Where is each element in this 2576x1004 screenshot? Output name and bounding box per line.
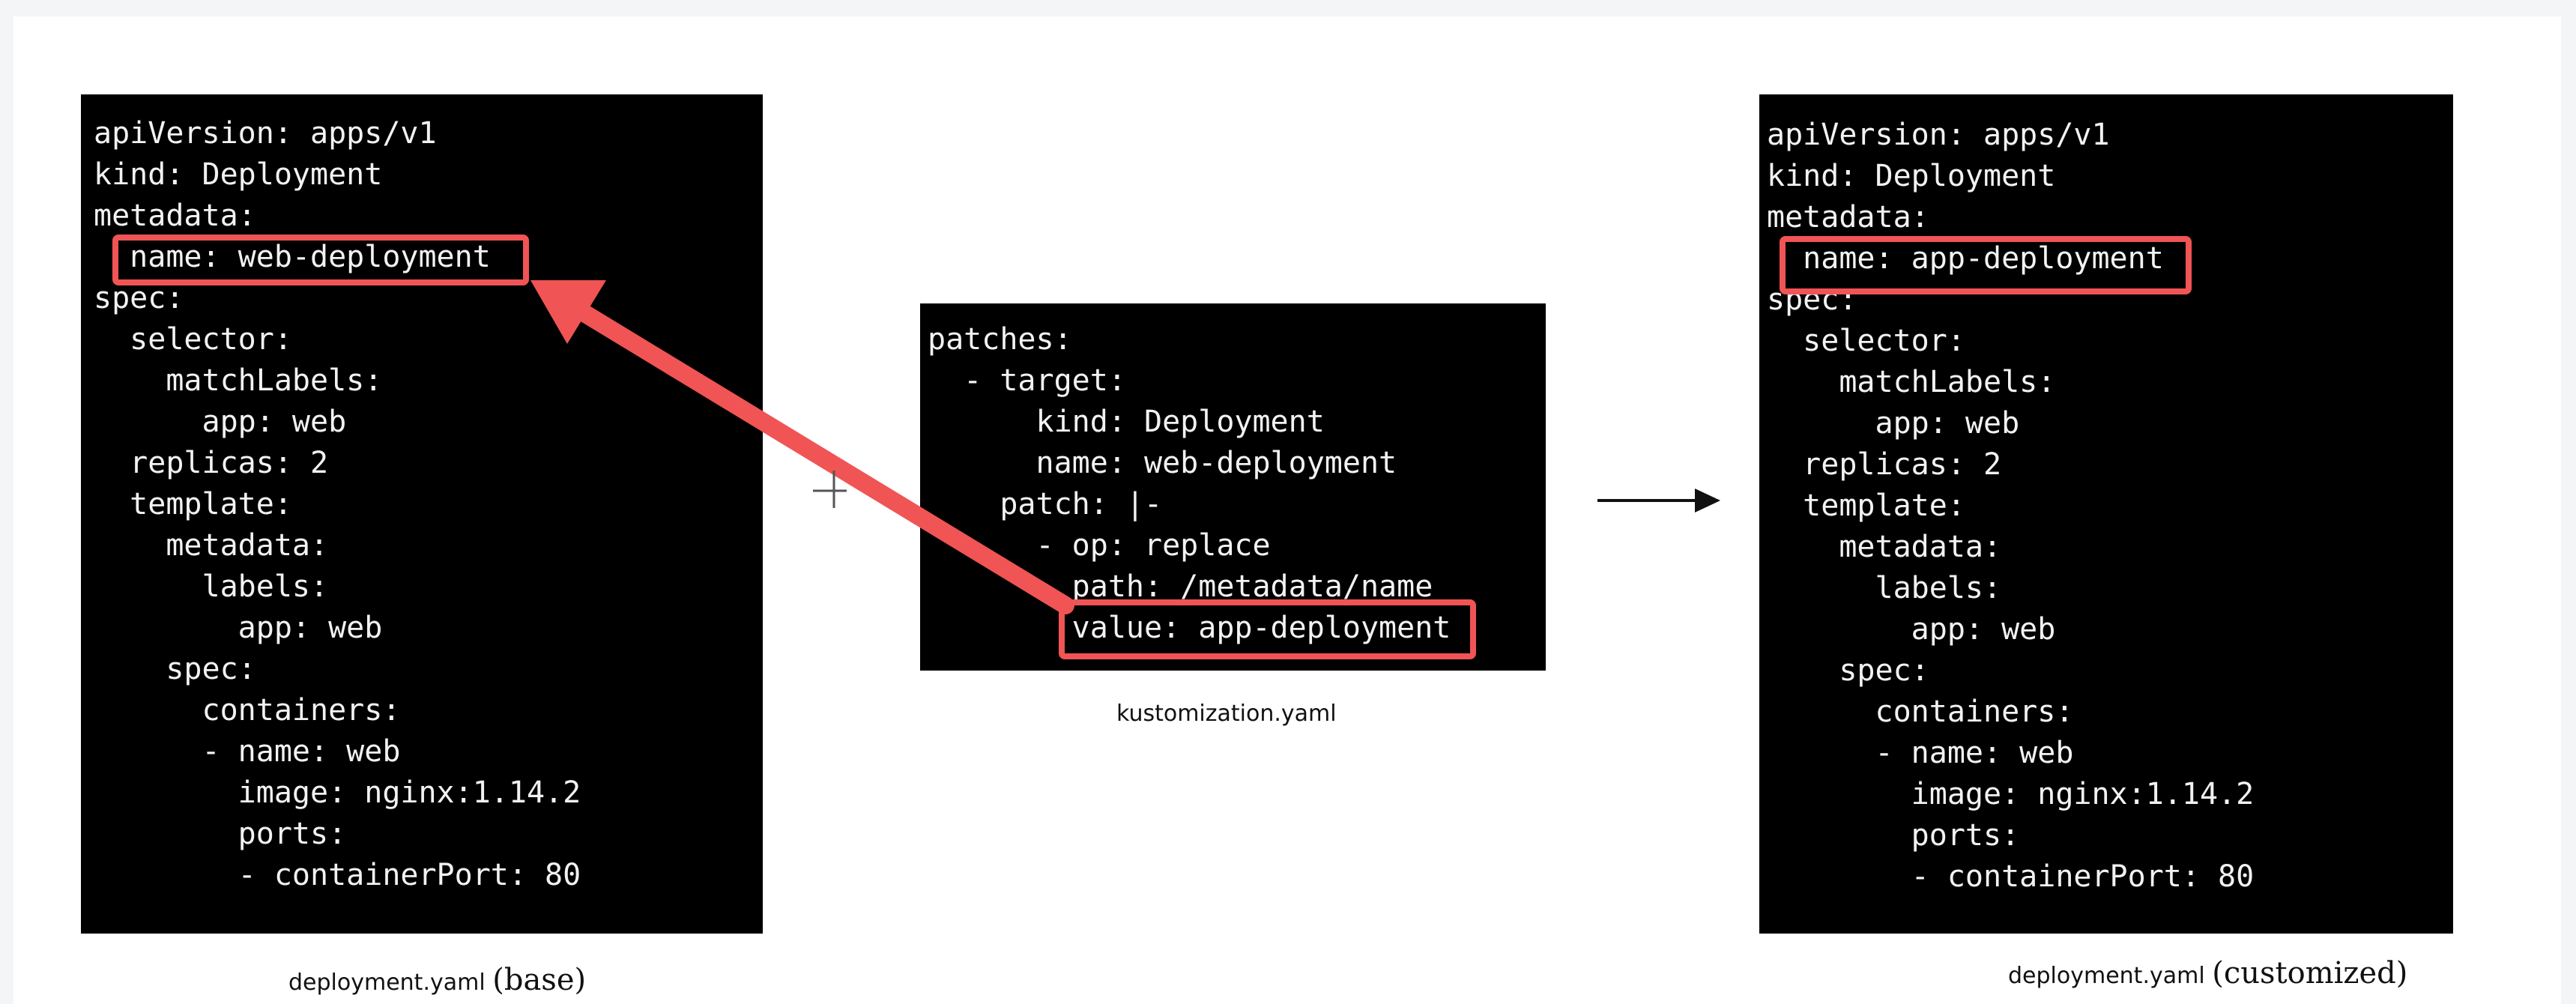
customized-manifest-code: apiVersion: apps/v1 kind: Deployment metad… (1767, 115, 2453, 898)
base-manifest-panel: apiVersion: apps/v1 kind: Deployment metad… (81, 94, 763, 934)
code-line: - containerPort: 80 (94, 858, 581, 892)
base-name-highlight (112, 235, 529, 285)
code-line: ports: (94, 817, 347, 851)
code-line: app: web (94, 611, 383, 645)
code-line: labels: (1767, 571, 2002, 605)
code-line: - name: web (94, 734, 401, 769)
code-line: labels: (94, 569, 329, 604)
base-manifest-code: apiVersion: apps/v1 kind: Deployment metad… (94, 113, 763, 896)
code-line: selector: (1767, 324, 1965, 358)
code-line: containers: (1767, 695, 2074, 729)
code-line: selector: (94, 322, 292, 357)
code-line: - name: web (1767, 736, 2074, 770)
customized-manifest-caption: deployment.yaml (customized) (2008, 956, 2407, 991)
code-line: kind: Deployment (1767, 159, 2056, 193)
code-line: metadata: (1767, 200, 1929, 235)
code-line: replicas: 2 (94, 446, 329, 480)
code-line: spec: (1767, 653, 1929, 688)
code-line: app: web (1767, 612, 2056, 647)
code-line: metadata: (1767, 530, 2002, 564)
code-line: apiVersion: apps/v1 (1767, 118, 2110, 152)
code-line: containers: (94, 693, 401, 728)
base-caption-file: deployment.yaml (288, 970, 486, 996)
kustomization-caption: kustomization.yaml (1116, 701, 1337, 727)
code-line: apiVersion: apps/v1 (94, 116, 437, 151)
code-line: template: (94, 487, 292, 521)
custom-caption-file: deployment.yaml (2008, 963, 2205, 989)
code-line: matchLabels: (1767, 365, 2056, 399)
code-line-value: value: app-deployment (928, 611, 1451, 645)
customized-name-highlight (1780, 236, 2192, 294)
code-line: name: web-deployment (928, 446, 1397, 480)
code-line: patch: |- (928, 487, 1163, 521)
code-line: spec: (94, 652, 256, 686)
code-line-name: name: web-deployment (94, 240, 491, 274)
code-line: matchLabels: (94, 363, 383, 398)
code-line: patches: (928, 322, 1072, 357)
code-line-name: name: app-deployment (1767, 241, 2164, 276)
code-line: spec: (94, 281, 184, 315)
code-line: image: nginx:1.14.2 (94, 775, 581, 810)
custom-caption-suffix: (customized) (2212, 956, 2408, 991)
code-line: metadata: (94, 528, 329, 563)
code-line: kind: Deployment (928, 405, 1325, 439)
code-line: ports: (1767, 818, 2020, 853)
code-line: - target: (928, 363, 1126, 398)
code-line: image: nginx:1.14.2 (1767, 777, 2255, 811)
code-line: template: (1767, 489, 1965, 523)
code-line: app: web (94, 405, 347, 439)
base-caption-suffix: (base) (492, 963, 587, 997)
code-line: - op: replace (928, 528, 1271, 563)
code-line: - containerPort: 80 (1767, 859, 2255, 894)
patch-value-highlight (1059, 599, 1476, 659)
code-line: app: web (1767, 406, 2020, 441)
customized-manifest-panel: apiVersion: apps/v1 kind: Deployment metad… (1759, 94, 2453, 934)
base-manifest-caption: deployment.yaml (base) (288, 963, 586, 997)
patch-caption-file: kustomization.yaml (1116, 701, 1337, 727)
code-line: metadata: (94, 199, 256, 233)
code-line: path: /metadata/name (928, 569, 1433, 604)
code-line: kind: Deployment (94, 157, 383, 192)
code-line: replicas: 2 (1767, 447, 2002, 482)
